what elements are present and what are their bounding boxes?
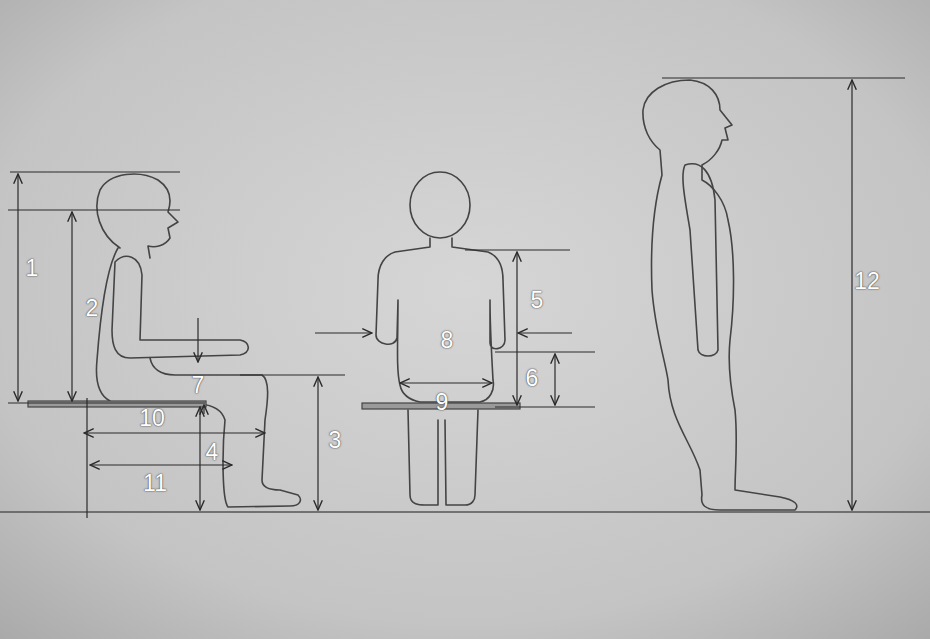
front-legs [408,410,478,505]
seated-arm [112,256,248,358]
callout-number: 7 [192,374,205,397]
dimension-arrow [554,354,555,405]
reference-line [8,209,180,210]
dimension-arrow [317,377,318,510]
dimension-arrow [518,332,572,333]
front-head [410,172,470,238]
callout-number: 1 [26,257,39,280]
callout-number: 4 [206,441,219,464]
reference-line [495,351,595,352]
dimension-arrow [17,174,18,401]
callout-number: 6 [526,367,539,390]
reference-line [240,374,345,375]
reference-line [86,398,87,518]
callout-number: 12 [854,270,880,293]
callout-number: 3 [329,429,342,452]
dimension-arrow [203,405,204,414]
callout-number: 10 [139,407,165,430]
dimension-arrow [71,212,72,401]
dimension-arrow [90,464,232,465]
reference-line [662,77,905,78]
callout-number: 9 [436,391,449,414]
standing-figure [643,80,797,510]
dimension-arrow [84,432,265,433]
standing-arm [683,164,718,356]
callout-number: 8 [441,329,454,352]
callout-number: 11 [143,472,167,495]
reference-line [465,249,570,250]
dimension-arrow [315,332,372,333]
dimension-arrow [516,252,517,405]
dimension-arrow [199,407,200,510]
reference-line [495,406,595,407]
reference-line [8,402,205,403]
reference-line [10,171,180,172]
side-seat [28,401,206,407]
callout-number: 5 [531,289,544,312]
dimension-arrow [400,382,492,383]
dimension-arrow [197,318,198,362]
floor-line [0,511,930,512]
dimension-arrow [851,80,852,510]
seated-front-figure [376,238,505,402]
callout-number: 2 [86,297,99,320]
seated-side-figure [96,174,300,507]
